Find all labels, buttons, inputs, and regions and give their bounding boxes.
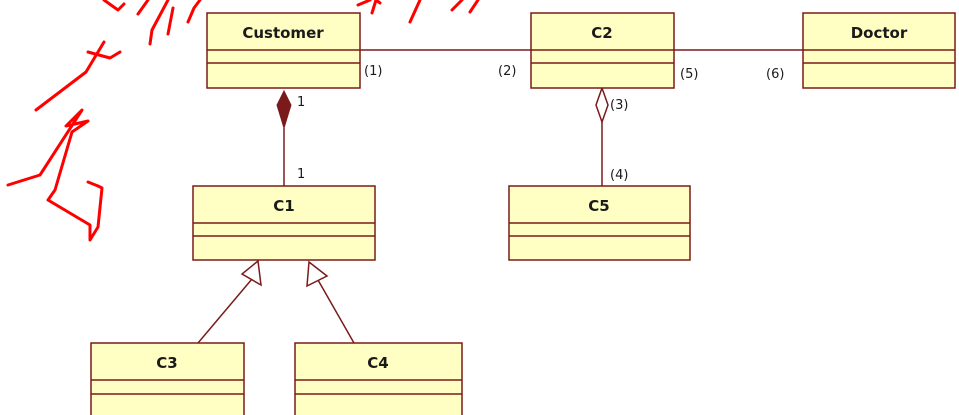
label-1: (1) <box>364 64 382 79</box>
class-c3-name: C3 <box>156 354 177 372</box>
generalization-c4-arrowhead <box>306 260 329 288</box>
class-c2[interactable]: C2 <box>530 12 675 89</box>
class-c1-name: C1 <box>273 197 294 215</box>
class-c4[interactable]: C4 <box>294 342 463 415</box>
class-c5[interactable]: C5 <box>508 185 691 261</box>
red-watermark-scribble <box>6 0 480 242</box>
class-customer[interactable]: Customer <box>206 12 361 89</box>
composition-bottom-multiplicity: 1 <box>297 167 305 182</box>
class-c5-name: C5 <box>588 197 609 215</box>
generalization-c3-line <box>197 278 253 344</box>
label-4: (4) <box>610 168 628 183</box>
class-c2-name: C2 <box>591 24 612 42</box>
class-c3[interactable]: C3 <box>90 342 245 415</box>
aggregation-diamond <box>595 85 609 125</box>
composition-top-multiplicity: 1 <box>297 95 305 110</box>
class-doctor-name: Doctor <box>851 24 908 42</box>
composition-diamond <box>276 89 292 130</box>
label-6: (6) <box>766 67 784 82</box>
label-2: (2) <box>498 64 516 79</box>
class-customer-name: Customer <box>242 24 324 42</box>
label-5: (5) <box>680 67 698 82</box>
class-doctor[interactable]: Doctor <box>802 12 956 89</box>
class-c1[interactable]: C1 <box>192 185 376 261</box>
generalization-c3-arrowhead <box>240 259 262 287</box>
label-3: (3) <box>610 98 628 113</box>
class-c4-name: C4 <box>367 354 388 372</box>
generalization-c4-line <box>317 279 355 344</box>
